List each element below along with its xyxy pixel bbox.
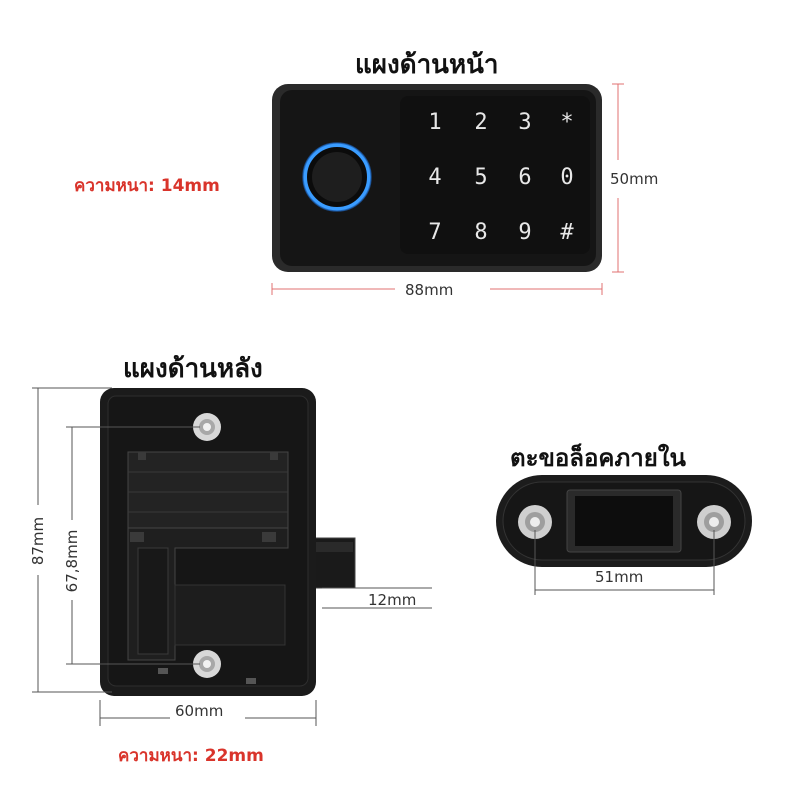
strike-plate [496, 475, 752, 567]
back-bolt-label: 12mm [368, 591, 417, 609]
back-panel [100, 388, 356, 696]
strike-hole-left [518, 505, 552, 539]
fingerprint-sensor [302, 142, 372, 212]
back-thickness-label: ความหนา: 22mm [118, 746, 264, 766]
key-5: 5 [474, 165, 488, 190]
back-dimension-lines [32, 387, 432, 726]
key-3: 3 [518, 110, 532, 135]
key-2: 2 [474, 110, 488, 135]
key-9: 9 [518, 220, 532, 245]
key-7: 7 [428, 220, 442, 245]
strike-hole-spacing-label: 51mm [595, 568, 644, 586]
strike-title: ตะขอล็อคภายใน [510, 444, 686, 472]
key-1: 1 [428, 110, 442, 135]
front-dimension-lines [271, 83, 624, 295]
key-0: 0 [560, 165, 574, 190]
front-thickness-label: ความหนา: 14mm [74, 176, 220, 196]
front-height-label: 50mm [610, 170, 659, 188]
back-width-label: 60mm [175, 702, 224, 720]
key-hash: # [560, 220, 574, 245]
back-height-label: 87mm [29, 516, 47, 566]
front-panel [272, 84, 602, 272]
front-panel-title: แผงด้านหน้า [355, 50, 499, 80]
back-screw-hole-top [193, 413, 221, 441]
strike-hole-right [697, 505, 731, 539]
back-hole-spacing-label: 67,8mm [63, 529, 81, 593]
key-4: 4 [428, 165, 442, 190]
front-width-label: 88mm [405, 281, 454, 299]
strike-dimension-lines [534, 530, 715, 595]
key-6: 6 [518, 165, 532, 190]
key-star: * [560, 110, 574, 135]
back-screw-hole-bottom [193, 650, 221, 678]
back-panel-title: แผงด้านหลัง [123, 354, 263, 384]
key-8: 8 [474, 220, 488, 245]
